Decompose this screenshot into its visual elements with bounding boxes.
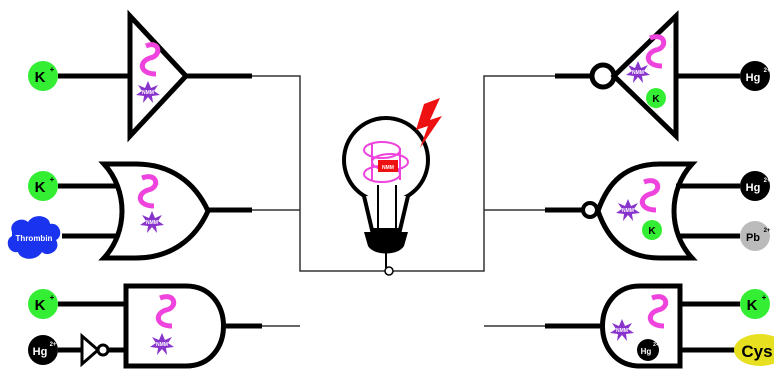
svg-text:2+: 2+	[764, 178, 771, 184]
svg-text:Thrombin: Thrombin	[16, 234, 53, 243]
not-gate-right: K Hg 2+	[555, 10, 771, 142]
svg-text:Hg: Hg	[746, 72, 761, 84]
potassium-input-3: K +	[28, 289, 58, 319]
potassium-input-1: K +	[28, 61, 58, 91]
potassium-input-2: K +	[28, 171, 58, 201]
svg-text:K: K	[747, 297, 758, 314]
nand-gate-body	[600, 283, 683, 369]
not-gate-body	[610, 10, 679, 142]
mercury-bound: Hg 2+	[637, 339, 659, 361]
lightning-bolt-icon	[416, 98, 442, 148]
potassium-bound: K	[646, 88, 666, 108]
svg-text:Cys: Cys	[741, 342, 772, 361]
svg-text:Hg: Hg	[746, 182, 761, 194]
not-gate	[80, 332, 110, 368]
or-gate: K + Thrombin	[7, 161, 252, 261]
nor-gate-body	[595, 161, 698, 261]
g-quadruplex-icon: NMM	[363, 141, 409, 183]
svg-text:2+: 2+	[50, 342, 57, 348]
svg-text:K: K	[648, 226, 656, 237]
thrombin-input: Thrombin	[7, 216, 61, 259]
svg-text:+: +	[50, 293, 55, 302]
svg-text:2+: 2+	[653, 342, 659, 348]
svg-text:Pb: Pb	[746, 232, 760, 244]
dna-strand-icon	[639, 178, 661, 213]
svg-text:K: K	[652, 94, 660, 105]
svg-text:Hg: Hg	[641, 347, 652, 356]
nand-gate: Hg 2+ K + Cys	[545, 283, 774, 369]
inverter-bubble	[581, 201, 599, 219]
dna-strand-icon	[645, 34, 667, 69]
inverter-bubble	[96, 343, 110, 357]
dna-strand-icon	[155, 294, 177, 329]
buffer-gate-body	[127, 9, 190, 143]
light-bulb-icon: NMM	[342, 98, 442, 276]
and-gate-body	[123, 283, 226, 369]
potassium-bound: K	[642, 220, 662, 240]
cysteine-input: Cys	[734, 334, 774, 366]
svg-text:K: K	[35, 179, 46, 196]
or-gate-body	[98, 161, 211, 261]
svg-text:+: +	[50, 65, 55, 74]
svg-text:K: K	[35, 69, 46, 86]
dna-strand-icon	[647, 294, 669, 329]
buffer-gate: K +	[28, 9, 252, 143]
mercury-input-2: Hg 2+	[740, 61, 771, 91]
svg-text:2+: 2+	[764, 68, 771, 74]
right-wiring	[392, 75, 555, 327]
mercury-input-3: Hg 2+	[740, 171, 771, 201]
svg-text:K: K	[35, 297, 46, 314]
potassium-input-4: K +	[740, 289, 770, 319]
dna-strand-icon	[137, 174, 159, 209]
svg-text:+: +	[762, 293, 767, 302]
svg-text:NMM: NMM	[382, 165, 394, 171]
mercury-input-1: Hg 2+	[28, 335, 58, 365]
junction-node	[384, 266, 394, 276]
inhibit-gate: K + Hg 2+	[28, 283, 262, 369]
svg-text:2+: 2+	[764, 228, 771, 234]
lead-input: Pb 2+	[740, 221, 771, 251]
left-wiring	[250, 75, 386, 327]
svg-text:Hg: Hg	[33, 346, 48, 358]
nor-gate: K Hg 2+ Pb 2+	[545, 161, 771, 261]
dna-strand-icon	[139, 42, 161, 77]
svg-text:+: +	[50, 175, 55, 184]
